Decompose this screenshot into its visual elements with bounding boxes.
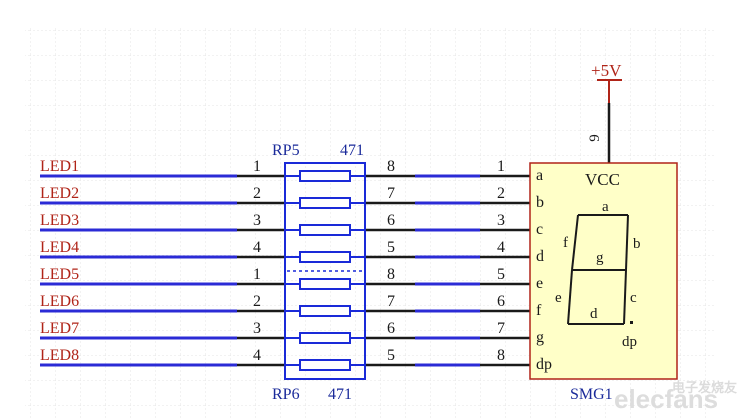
display-pin-name-a: a [536,167,543,184]
seg-label-f: f [563,235,568,251]
watermark-logo: elecfans [614,384,718,414]
resistor-6 [299,305,351,317]
rp6-ref: RP6 [272,386,300,403]
net-label-4: LED4 [40,239,79,256]
resistor-right-pin-number: 7 [387,185,395,202]
display-pin-number: 6 [497,293,505,310]
display-pin-number: 5 [497,266,505,283]
resistor-right-pin-number: 6 [387,212,395,229]
seg-label-dp: dp [622,334,637,350]
display-pin-number: 7 [497,320,505,337]
resistor-2 [299,197,351,209]
display-pin-number: 3 [497,212,505,229]
resistor-left-pin-number: 1 [253,158,261,175]
seg-label-c: c [630,290,637,306]
resistor-left-pin-number: 3 [253,212,261,229]
seg-label-a: a [602,199,609,215]
net-label-2: LED2 [40,185,79,202]
display-pin-name-dp: dp [536,356,552,373]
resistor-8 [299,359,351,371]
display-pin-name-g: g [536,329,544,346]
net-label-6: LED6 [40,293,79,310]
display-pin-number: 2 [497,185,505,202]
resistor-left-pin-number: 2 [253,293,261,310]
resistor-7 [299,332,351,344]
segment-dp [630,321,633,324]
display-pin-name-c: c [536,221,543,238]
display-pin-number: 4 [497,239,505,256]
resistor-right-pin-number: 8 [387,266,395,283]
resistor-right-pin-number: 5 [387,239,395,256]
seg-label-b: b [633,236,641,252]
resistor-1 [299,170,351,182]
segment-b [625,214,629,271]
rp5-ref: RP5 [272,142,300,159]
segment-e [567,269,573,325]
seg-label-d: d [590,306,598,322]
rp6-value: 471 [328,386,352,403]
resistor-right-pin-number: 7 [387,293,395,310]
segment-f [571,214,579,271]
watermark: elecfans 电子发烧友 [614,380,737,414]
watermark-cn: 电子发烧友 [672,380,737,395]
resistor-pack-body [284,162,366,380]
display-pin-name-b: b [536,194,544,211]
vcc-pin: 9 [587,103,611,163]
vcc-label: VCC [585,170,620,189]
display-pin-number: 1 [497,158,505,175]
display-pin-name-f: f [536,302,542,319]
resistor-left-pin-number: 2 [253,185,261,202]
resistor-right-pin-number: 5 [387,347,395,364]
resistor-4 [299,251,351,263]
seven-segment-graphic [567,214,633,325]
power-label: +5V [591,61,622,80]
net-label-8: LED8 [40,347,79,364]
net-label-7: LED7 [40,320,79,337]
wires [40,174,480,367]
display-ref: SMG1 [570,386,613,403]
resistor-right-pin-number: 6 [387,320,395,337]
seg-label-e: e [555,290,562,306]
seg-label-g: g [596,250,604,266]
segment-c [623,269,627,325]
power-symbol: +5V [591,61,622,103]
resistors [285,170,365,371]
resistor-5 [299,278,351,290]
vcc-pin-number: 9 [587,134,603,142]
display-pin-name-e: e [536,275,543,292]
resistor-left-pin-number: 4 [253,347,261,364]
net-label-3: LED3 [40,212,79,229]
resistor-right-pin-number: 8 [387,158,395,175]
pin-stubs [237,174,530,367]
net-label-1: LED1 [40,158,79,175]
resistor-left-pin-number: 3 [253,320,261,337]
resistor-left-pin-number: 1 [253,266,261,283]
display-pin-number: 8 [497,347,505,364]
resistor-left-pin-number: 4 [253,239,261,256]
display-pin-name-d: d [536,248,544,265]
net-label-5: LED5 [40,266,79,283]
resistor-3 [299,224,351,236]
rp5-value: 471 [340,142,364,159]
